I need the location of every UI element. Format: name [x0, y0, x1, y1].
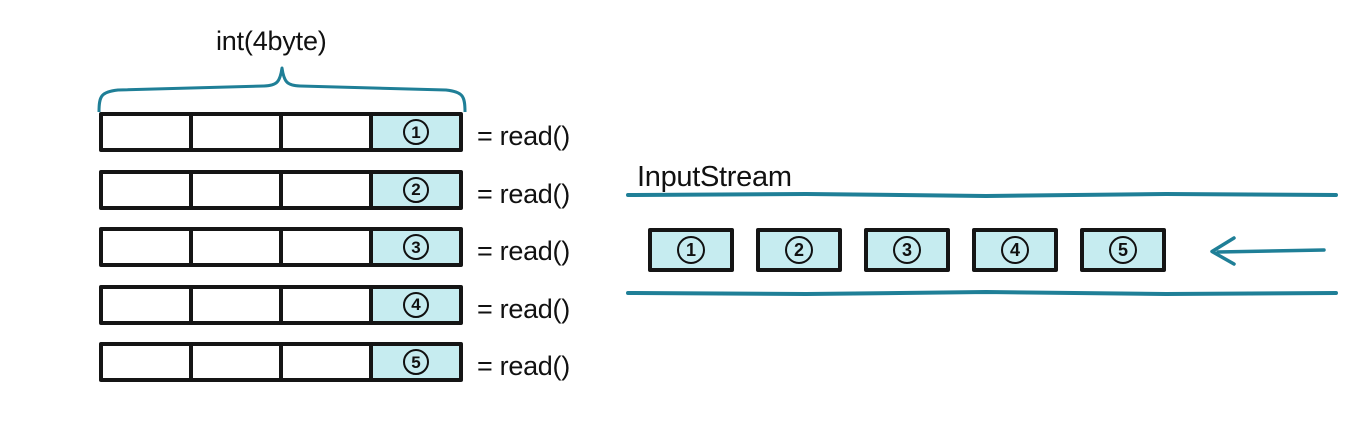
int-byte-cell: [103, 346, 193, 378]
int-byte-cell-filled: 3: [373, 231, 459, 263]
int-byte-cell-filled: 2: [373, 173, 459, 206]
int-byte-cell-filled: 5: [373, 346, 459, 378]
stream-byte-box: 1: [648, 228, 734, 272]
int-byte-cell-filled: 4: [373, 288, 459, 321]
int-byte-cell: [193, 346, 283, 378]
int-byte-cell: [103, 173, 193, 206]
circled-number: 1: [403, 119, 429, 145]
circled-number: 4: [1001, 236, 1029, 264]
circled-number: 2: [785, 236, 813, 264]
circled-number: 3: [893, 236, 921, 264]
circled-number: 5: [403, 349, 429, 375]
circled-number: 5: [1109, 236, 1137, 264]
read-call-label: = read(): [477, 178, 570, 209]
int-byte-cell: [193, 288, 283, 321]
stream-flow-arrow-icon: [1210, 236, 1326, 266]
circled-number: 1: [677, 236, 705, 264]
int-byte-cell: [193, 116, 283, 148]
input-stream-label: InputStream: [637, 161, 792, 193]
int-row: 3: [99, 227, 463, 267]
width-brace-icon: [97, 66, 467, 112]
int-byte-cell-filled: 1: [373, 116, 459, 148]
read-call-label: = read(): [477, 236, 570, 266]
int-byte-cell: [103, 231, 193, 263]
circled-number: 2: [403, 176, 429, 203]
circled-number: 3: [403, 234, 429, 260]
int-row: 5: [99, 342, 463, 382]
int-byte-cell: [103, 288, 193, 321]
int-size-label: int(4byte): [216, 26, 327, 56]
int-byte-cell: [103, 116, 193, 148]
read-call-label: = read(): [477, 121, 570, 151]
int-row: 1: [99, 112, 463, 152]
int-byte-cell: [283, 173, 373, 206]
int-byte-cell: [283, 346, 373, 378]
stream-byte-box: 2: [756, 228, 842, 272]
stream-byte-box: 3: [864, 228, 950, 272]
circled-number: 4: [403, 291, 429, 318]
int-row: 4: [99, 284, 463, 325]
stream-byte-box: 5: [1080, 228, 1166, 272]
stream-bottom-line: [626, 289, 1338, 297]
int-byte-cell: [283, 116, 373, 148]
int-byte-cell: [193, 173, 283, 206]
int-byte-cell: [193, 231, 283, 263]
read-call-label: = read(): [477, 351, 570, 381]
int-byte-cell: [283, 231, 373, 263]
stream-byte-box: 4: [972, 228, 1058, 272]
int-row: 2: [99, 169, 463, 210]
read-call-label: = read(): [477, 293, 570, 324]
int-byte-cell: [283, 288, 373, 321]
